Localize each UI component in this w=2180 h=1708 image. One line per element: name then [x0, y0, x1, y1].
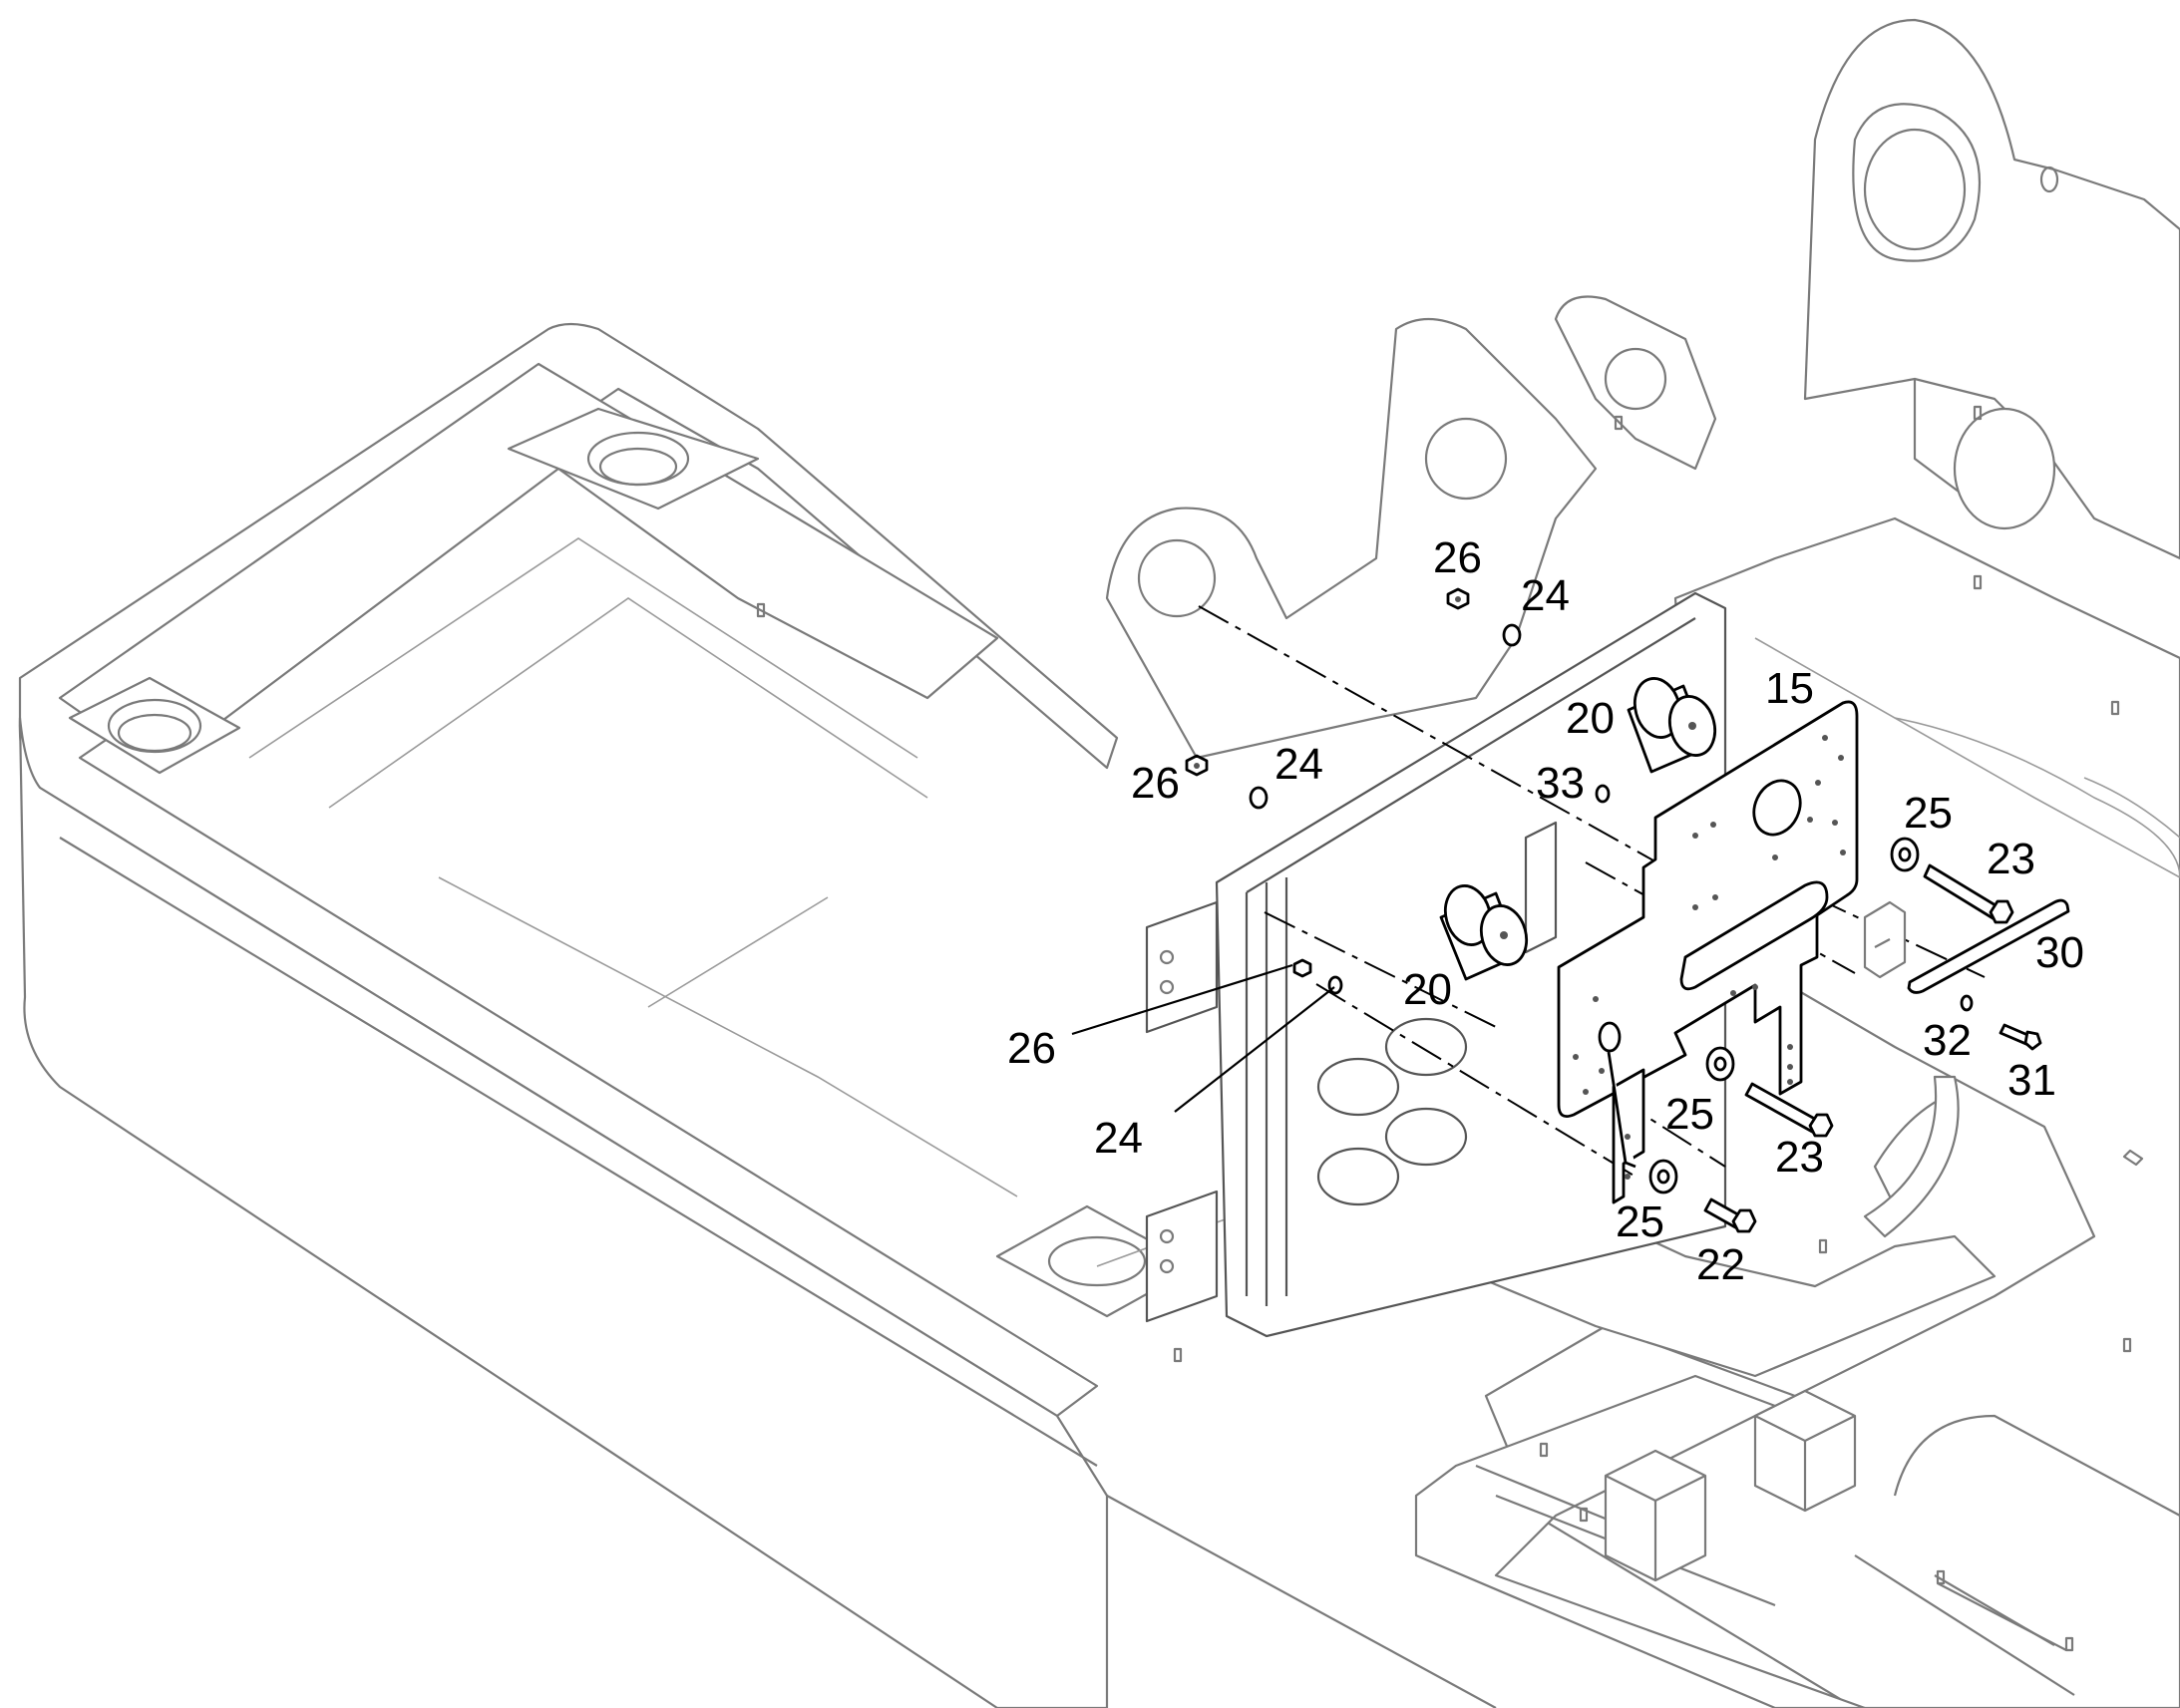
callout-26-low: 26 [1007, 1024, 1056, 1073]
nut-26-top [1446, 587, 1470, 610]
callout-24-mid: 24 [1274, 740, 1323, 789]
bolt-23-right [1923, 863, 2014, 924]
screw-31 [1998, 1023, 2042, 1051]
washer-25-right [1890, 837, 1920, 872]
front-cross-member [1414, 1374, 1867, 1708]
left-frame-top [58, 362, 999, 770]
callout-labels: 15 20 20 22 23 23 24 24 24 25 25 25 26 2… [1007, 533, 2084, 1289]
rubber-mount-20-upper [1627, 677, 1717, 774]
callout-31: 31 [2007, 1056, 2056, 1105]
washer-32 [1960, 994, 1974, 1012]
callout-26-top: 26 [1433, 533, 1482, 582]
callout-32: 32 [1923, 1016, 1972, 1065]
callout-23-right: 23 [1987, 835, 2035, 883]
callout-24-low: 24 [1094, 1114, 1143, 1163]
machine-frame [18, 18, 2180, 1708]
exploded-parts [1145, 587, 2070, 1338]
callout-26-mid: 26 [1131, 759, 1180, 808]
frame-side-bracket-lower [1145, 1190, 1219, 1323]
bracket-large-hole [1752, 779, 1802, 837]
bolt-23-mid [1744, 1082, 1834, 1138]
bracket-slot [1679, 880, 1829, 991]
curved-rib [1863, 1075, 1960, 1238]
callout-20-upper: 20 [1566, 694, 1615, 743]
left-beam-lower-face [18, 716, 1109, 1708]
frame-side-bracket-upper [1145, 900, 1219, 1034]
callout-20-lower: 20 [1403, 965, 1452, 1014]
callout-22: 22 [1696, 1240, 1745, 1289]
washer-25-low [1648, 1159, 1678, 1195]
callout-33: 33 [1536, 759, 1585, 808]
rubber-mount-20-lower [1439, 884, 1529, 981]
leader-lines [1071, 963, 1335, 1113]
callout-25-right: 25 [1904, 789, 1953, 838]
washer-25-mid [1705, 1046, 1735, 1082]
rod-30 [1907, 898, 2070, 994]
callout-24-top: 24 [1521, 571, 1570, 620]
frame-bolts [756, 405, 2144, 1652]
nut-26-mid [1185, 754, 1209, 777]
callout-15: 15 [1765, 664, 1814, 713]
callout-23-mid: 23 [1775, 1133, 1824, 1182]
callout-30: 30 [2035, 928, 2084, 977]
nut-26-low [1292, 958, 1312, 978]
washer-24-top [1502, 623, 1522, 647]
bracket-plate-15 [1557, 700, 1859, 1119]
bolt-22 [1703, 1197, 1757, 1233]
bracket-holes [1573, 735, 1846, 1180]
rod-mount-block [1863, 900, 1907, 979]
washer-33 [1595, 784, 1611, 804]
frame-rear-strut [1524, 821, 1558, 954]
washer-24-mid [1249, 786, 1269, 810]
callout-25-mid: 25 [1665, 1090, 1714, 1139]
callout-25-low: 25 [1616, 1197, 1664, 1246]
